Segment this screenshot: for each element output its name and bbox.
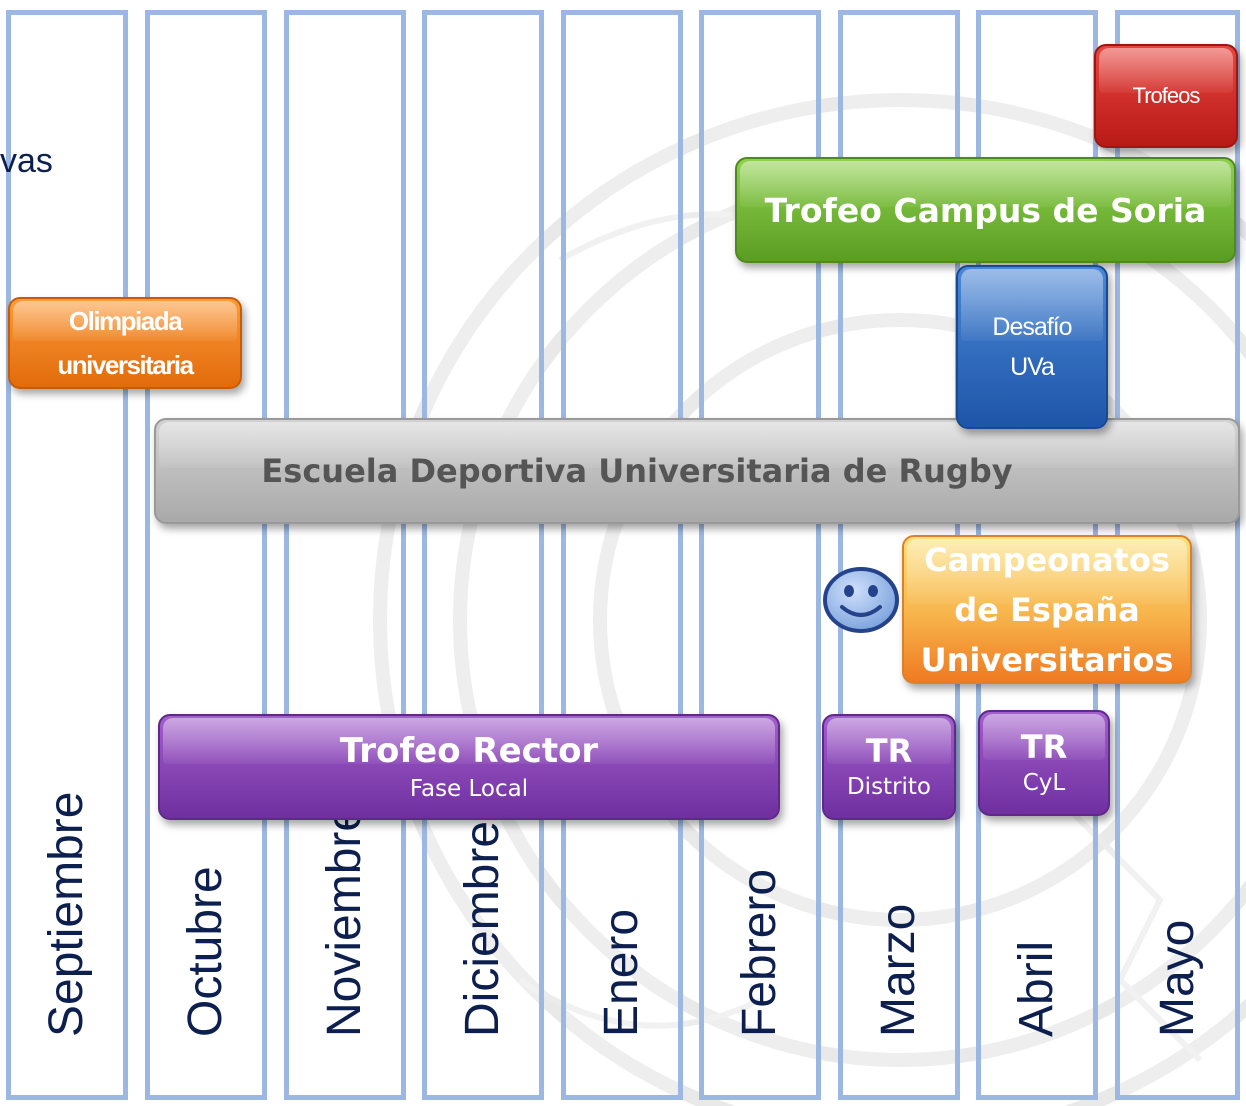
month-column-enero: Enero — [561, 10, 683, 1100]
month-label-octubre: Octubre — [179, 866, 232, 1037]
event-desafio-line1: Desafío — [992, 313, 1072, 341]
month-column-septiembre: Septiembre — [6, 10, 128, 1100]
event-olimpiada-universitaria: Olimpiada universitaria — [8, 297, 242, 389]
month-label-noviembre: Noviembre — [318, 804, 371, 1037]
event-trofeos-label: Trofeos — [1132, 83, 1201, 108]
month-column-noviembre: Noviembre — [284, 10, 406, 1100]
event-escuela-deportiva-rugby: Escuela Deportiva Universitaria de Rugby — [154, 418, 1240, 524]
month-label-marzo: Marzo — [872, 903, 925, 1037]
event-soria-label: Trofeo Campus de Soria — [764, 190, 1207, 230]
month-label-enero: Enero — [595, 908, 648, 1037]
event-trofeo-rector: Trofeo Rector Fase Local — [158, 714, 780, 820]
month-label-diciembre: Diciembre — [456, 820, 509, 1037]
event-escuela-label: Escuela Deportiva Universitaria de Rugby — [261, 452, 1013, 490]
event-distrito-title: TR — [865, 732, 913, 770]
smiley-face-icon — [823, 567, 899, 633]
event-trofeos: Trofeos — [1094, 44, 1238, 148]
month-label-abril: Abril — [1010, 940, 1063, 1037]
page-title-fragment: vas — [0, 142, 53, 180]
event-tr-distrito: TR Distrito — [822, 714, 956, 820]
month-column-octubre: Octubre — [145, 10, 267, 1100]
event-distrito-subtitle: Distrito — [846, 774, 932, 800]
event-campeonatos-line2: de España — [954, 590, 1140, 629]
event-cyl-title: TR — [1020, 728, 1068, 766]
month-label-mayo: Mayo — [1150, 919, 1204, 1037]
event-rector-subtitle: Fase Local — [409, 776, 529, 802]
event-olimpiada-line1: Olimpiada — [68, 306, 183, 336]
event-campeonatos-line3: Universitarios — [920, 640, 1174, 679]
event-campeonatos-line1: Campeonatos — [924, 540, 1170, 579]
event-campeonatos-espana: Campeonatos de España Universitarios — [902, 535, 1192, 684]
month-label-febrero: Febrero — [733, 868, 786, 1037]
event-desafio-line2: UVa — [1010, 353, 1055, 381]
event-cyl-subtitle: CyL — [1022, 770, 1066, 796]
event-tr-cyl: TR CyL — [978, 710, 1110, 816]
month-label-septiembre: Septiembre — [40, 791, 93, 1037]
event-trofeo-campus-soria: Trofeo Campus de Soria — [735, 157, 1236, 263]
event-rector-title: Trofeo Rector — [339, 731, 599, 771]
event-olimpiada-line2: universitaria — [57, 350, 194, 380]
month-column-diciembre: Diciembre — [422, 10, 544, 1100]
event-desafio-uva: Desafío UVa — [956, 265, 1108, 429]
